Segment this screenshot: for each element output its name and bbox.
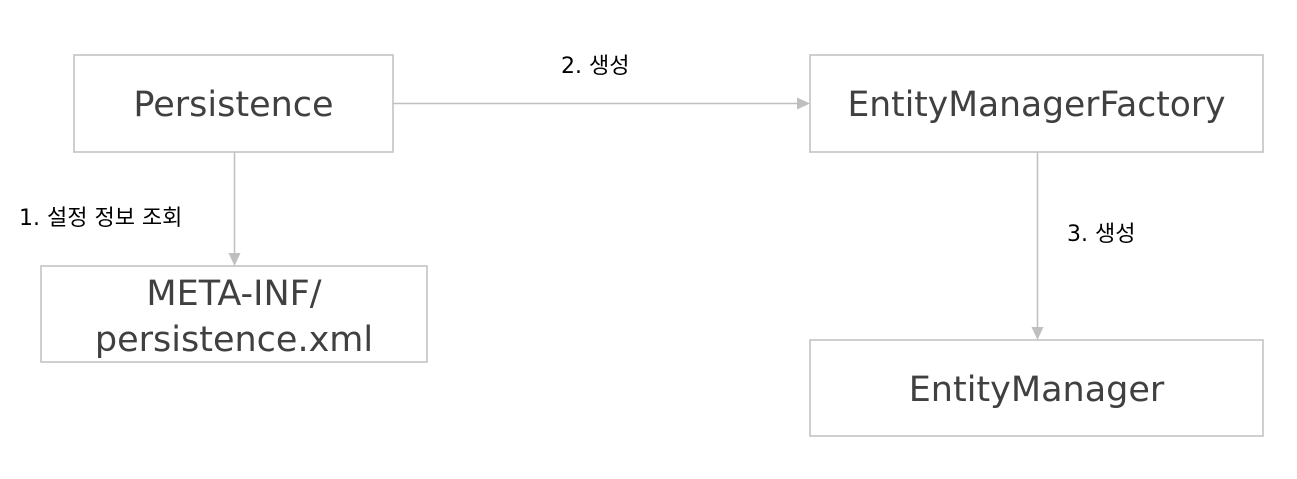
edge-create-emf [393, 97, 810, 110]
edge-lookup-label: 1. 설정 정보 조회 [19, 206, 182, 231]
node-entity-manager-factory: EntityManagerFactory [809, 54, 1264, 153]
node-persistence-label: Persistence [133, 85, 333, 125]
node-entity-manager-box [809, 339, 1264, 437]
node-entity-manager-factory-label: EntityManagerFactory [848, 85, 1226, 125]
node-meta-inf: META-INF/ persistence.xml [40, 265, 428, 363]
edge-create-emf-arrowhead [797, 97, 810, 110]
edge-create-em-arrowhead [1031, 327, 1044, 340]
edge-create-em-label: 3. 생성 [1067, 222, 1135, 247]
node-entity-manager: EntityManager [809, 339, 1264, 437]
node-persistence: Persistence [73, 54, 394, 153]
node-entity-manager-label: EntityManager [909, 370, 1165, 410]
node-persistence-box [73, 54, 394, 153]
node-entity-manager-factory-box [809, 54, 1264, 153]
edge-create-emf-label: 2. 생성 [561, 54, 629, 79]
edge-lookup [228, 152, 241, 266]
edge-lookup-arrowhead [228, 253, 241, 266]
node-meta-inf-line-2: persistence.xml [95, 320, 373, 360]
node-meta-inf-box [40, 265, 428, 363]
edge-create-em [1031, 152, 1044, 340]
node-meta-inf-line-1: META-INF/ [146, 274, 321, 314]
